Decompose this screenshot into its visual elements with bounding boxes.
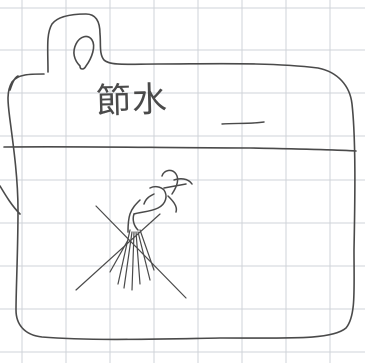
sign-text: 節水 [95,80,169,122]
water-drop-icon [75,205,187,299]
corner-mark [9,75,19,91]
hook-loop [73,35,95,70]
sign-divider [3,145,357,152]
sign-outline [7,13,356,341]
text-dash [221,121,265,125]
stray-stroke [0,185,21,215]
faucet-icon [127,169,193,233]
